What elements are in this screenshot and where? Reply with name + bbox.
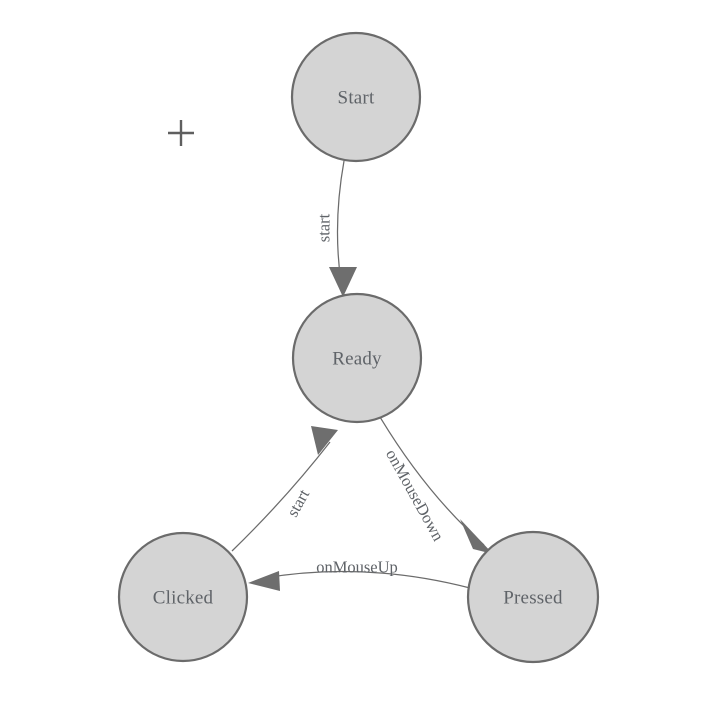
crosshair-icon[interactable]	[168, 120, 194, 146]
nodes-layer: Start Ready Clicked Pressed	[117, 31, 600, 664]
edge-pressed-to-clicked[interactable]: onMouseUp	[248, 558, 471, 592]
node-clicked[interactable]: Clicked	[117, 531, 249, 663]
edge-label-pressed-to-clicked: onMouseUp	[316, 558, 398, 577]
edge-path-pressed-to-clicked[interactable]	[263, 570, 471, 589]
arrowhead-ready-to-pressed	[460, 519, 493, 554]
node-start-label: Start	[338, 88, 375, 109]
edge-ready-to-pressed[interactable]: onMouseDown	[379, 416, 493, 554]
node-pressed-circle[interactable]	[466, 530, 600, 664]
node-ready-circle[interactable]	[291, 292, 423, 424]
node-ready[interactable]: Ready	[291, 292, 423, 424]
edge-label-clicked-to-ready: start	[283, 486, 314, 520]
edge-label-start-to-ready: start	[315, 213, 334, 242]
node-start-circle[interactable]	[290, 31, 422, 163]
arrowhead-pressed-to-clicked	[248, 571, 280, 591]
edge-clicked-to-ready[interactable]: start	[231, 426, 338, 552]
node-ready-label: Ready	[332, 349, 382, 370]
edge-path-clicked-to-ready[interactable]	[231, 441, 331, 552]
edge-path-start-to-ready[interactable]	[336, 160, 345, 283]
edge-label-ready-to-pressed: onMouseDown	[382, 446, 448, 544]
node-pressed[interactable]: Pressed	[466, 530, 600, 664]
edge-start-to-ready[interactable]: start	[315, 160, 358, 297]
node-start[interactable]: Start	[290, 31, 422, 163]
node-clicked-label: Clicked	[153, 588, 214, 609]
arrowhead-clicked-to-ready	[311, 426, 338, 455]
node-pressed-label: Pressed	[503, 588, 563, 609]
arrowhead-start-to-ready	[329, 267, 357, 297]
node-clicked-circle[interactable]	[117, 531, 249, 663]
